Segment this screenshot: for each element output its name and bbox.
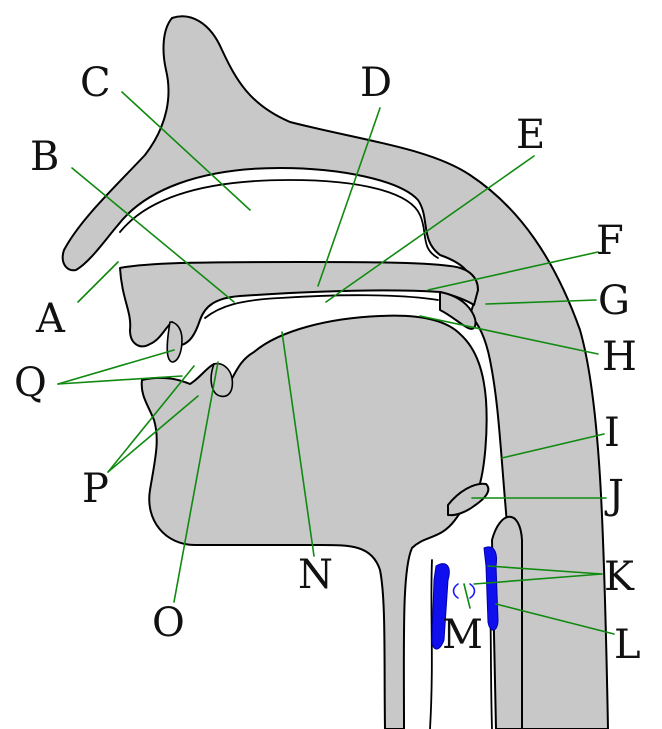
label-a: A [35,296,66,342]
label-d: D [360,60,392,106]
label-g: G [598,278,630,324]
label-i: I [604,410,620,456]
tongue-and-jaw [142,316,487,729]
upper-teeth [167,322,182,362]
trachea-front-wall [430,560,432,729]
label-c: C [80,60,111,106]
leader-line-a [78,262,118,302]
oral-cavity-outline [205,295,438,318]
label-b: B [30,134,59,180]
vibration-mark-right [470,584,475,598]
label-l: L [614,622,641,668]
label-e: E [516,112,545,158]
label-k: K [604,554,635,600]
label-f: F [596,218,624,264]
vocal-fold-back [484,547,498,630]
label-o: O [152,600,185,646]
label-n: N [298,552,333,598]
leader-line-m [464,584,470,608]
label-m: M [442,612,483,658]
label-h: H [602,334,637,380]
label-j: J [604,472,624,518]
label-q: Q [14,360,47,406]
vibration-mark-left [454,584,459,598]
label-p: P [82,466,109,512]
